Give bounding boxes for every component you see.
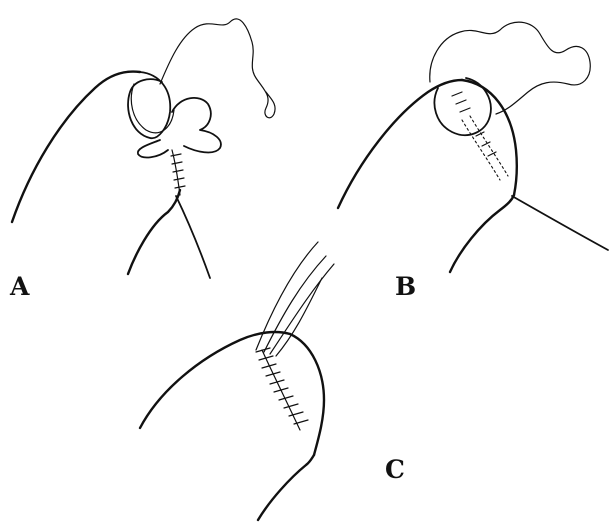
panel-a-thread [160, 19, 275, 118]
panel-c-organ-outline [140, 332, 290, 428]
panel-b-thread [430, 22, 590, 114]
panel-b-suture-tail [512, 196, 608, 250]
panel-c-stitches [256, 348, 308, 424]
panel-a-flap-loop [172, 98, 221, 153]
panel-b-organ-outline [338, 80, 462, 208]
panel-c-organ-lower-edge [258, 455, 314, 520]
panel-label-a: A [10, 274, 29, 299]
panel-a-organ-outline [12, 72, 140, 222]
panel-label-b: B [395, 274, 416, 299]
panel-b-tied-bundle [434, 78, 490, 135]
panel-b-drawing [338, 22, 608, 272]
panel-c-organ-right-edge [290, 334, 324, 455]
panel-b-organ-lower-edge [450, 195, 514, 272]
panel-a-drawing [12, 19, 275, 278]
panel-a-lower-loop [138, 140, 168, 157]
panel-b-inner-suture-2 [470, 116, 508, 176]
panel-a-pouch-loop [128, 72, 170, 138]
panel-a-organ-lower-edge [128, 190, 180, 274]
panel-c-drawing [140, 242, 334, 520]
panel-label-c: C [385, 457, 405, 482]
panel-a-suture-tail [176, 196, 210, 278]
